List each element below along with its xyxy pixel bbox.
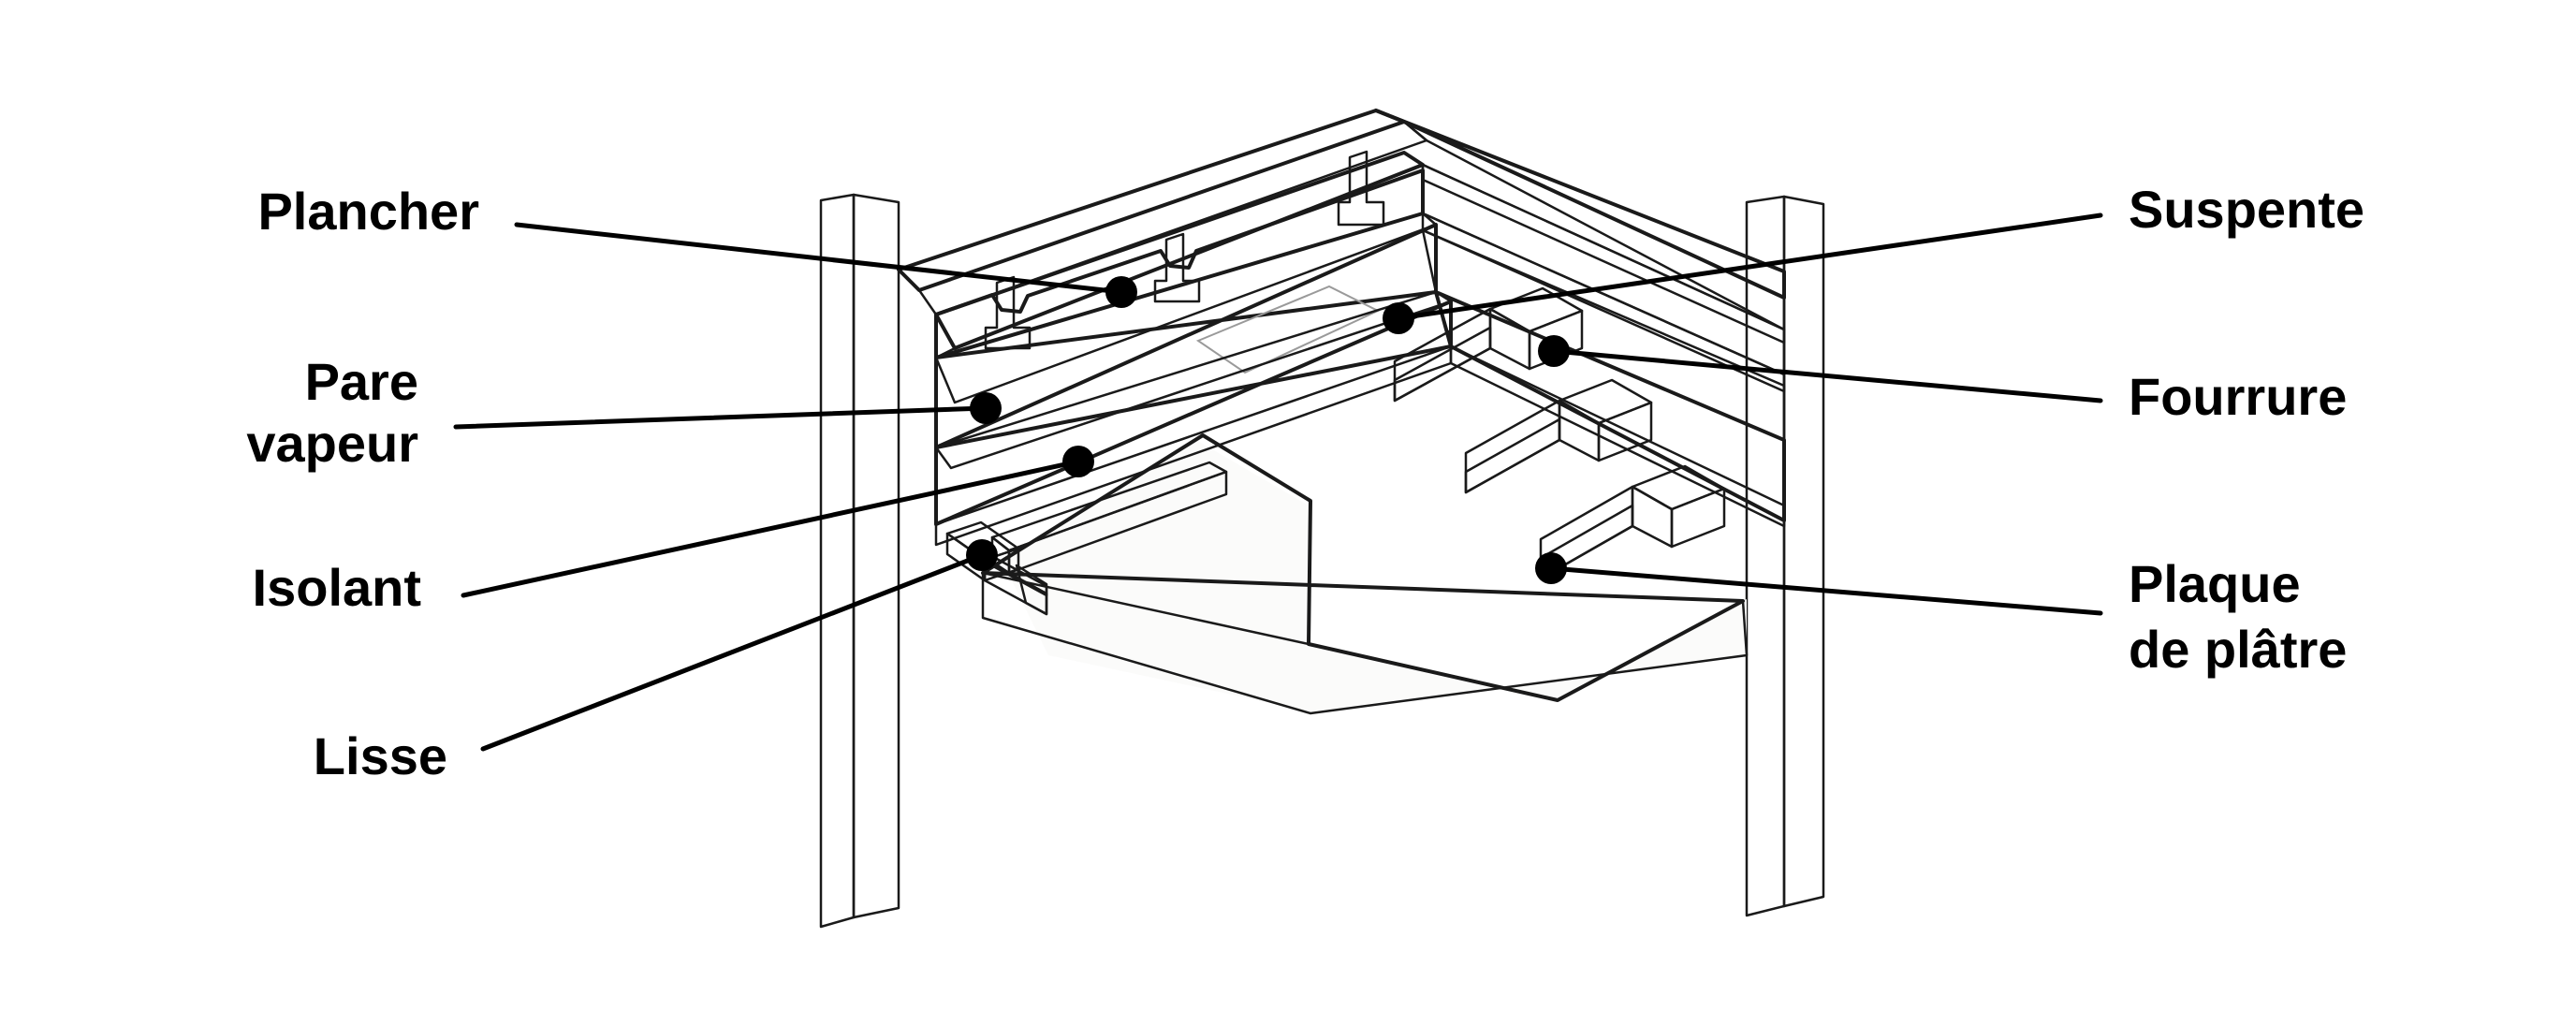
suspente-bracket-1 (984, 275, 1032, 350)
label-pare-vapeur-line2: vapeur (246, 414, 418, 473)
leader-suspente (1396, 212, 2103, 321)
label-fourrure: Fourrure (2129, 367, 2347, 426)
leader-plancher (514, 222, 1124, 295)
callout-labels-right: Suspente Fourrure Plaque de plâtre (2129, 180, 2364, 679)
dot-plancher (1105, 276, 1137, 308)
callout-labels-left: Plancher Pare vapeur Isolant Lisse (246, 182, 479, 785)
label-pare-vapeur-line1: Pare (305, 352, 418, 411)
label-plaque-platre-line2: de plâtre (2129, 620, 2347, 679)
leader-lines (453, 212, 2103, 752)
leader-fourrure (1551, 348, 2103, 403)
dot-pare-vapeur (970, 392, 1002, 424)
fourrure-channel-1 (1393, 286, 1584, 403)
dot-fourrure (1538, 335, 1570, 367)
leader-dots (966, 276, 1570, 584)
label-plaque-platre-line1: Plaque (2129, 554, 2301, 613)
dot-plaque (1535, 552, 1567, 584)
leader-pare-vapeur (453, 405, 988, 430)
label-lisse: Lisse (314, 726, 447, 785)
label-isolant: Isolant (253, 558, 421, 617)
pare-vapeur-layer (934, 212, 1786, 449)
dot-suspente (1383, 302, 1414, 334)
fourrure-channel-2 (1464, 378, 1653, 494)
wall-right (1745, 195, 1825, 917)
leader-isolant (461, 459, 1081, 598)
plancher-slab (897, 109, 1786, 331)
wall-left (819, 193, 900, 929)
label-plancher: Plancher (257, 182, 479, 241)
label-suspente: Suspente (2129, 180, 2364, 239)
leader-lisse (480, 552, 985, 752)
isolant-layer (934, 290, 1786, 547)
dot-lisse (966, 539, 998, 571)
dot-isolant (1062, 446, 1094, 477)
suspente-bracket-2 (1153, 232, 1201, 303)
leader-plaque (1548, 565, 2103, 616)
